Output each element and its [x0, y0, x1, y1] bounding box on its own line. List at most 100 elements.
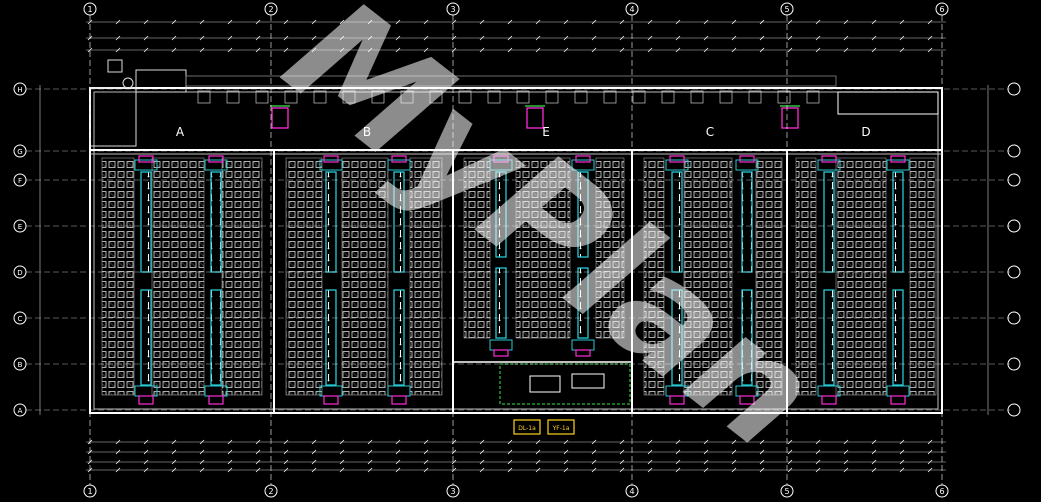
- dimension-tick: [647, 47, 653, 53]
- lighting-bay: [495, 267, 507, 339]
- axis-bubble-row-f: F: [13, 173, 27, 187]
- fixture-marker: [391, 155, 407, 163]
- storage-rack-area: [409, 157, 443, 396]
- axis-bubble-right: [1007, 403, 1021, 417]
- dimension-tick: [899, 47, 905, 53]
- dimension-tick: [507, 35, 513, 41]
- dimension-tick: [199, 467, 205, 473]
- dimension-tick: [255, 439, 261, 445]
- skylight: [284, 90, 298, 104]
- skylight: [545, 90, 559, 104]
- dimension-tick: [647, 35, 653, 41]
- dimension-tick: [619, 439, 625, 445]
- dimension-tick: [171, 449, 177, 455]
- axis-bubble-right: [1007, 144, 1021, 158]
- bay-head-fixture: [886, 159, 910, 171]
- dimension-tick: [115, 35, 121, 41]
- svg-text:C: C: [18, 315, 23, 323]
- bay-head-fixture: [134, 159, 158, 171]
- svg-text:4: 4: [629, 5, 634, 14]
- dimension-tick: [143, 35, 149, 41]
- svg-text:2: 2: [268, 487, 273, 496]
- dimension-tick: [787, 439, 793, 445]
- dimension-tick: [619, 19, 625, 25]
- column-axes-top: 1 2 3 4 5 6: [83, 2, 949, 16]
- dimension-tick: [647, 439, 653, 445]
- dimension-tick: [283, 47, 289, 53]
- axis-bubble-right: [1007, 173, 1021, 187]
- dimension-tick: [87, 449, 93, 455]
- dimension-tick: [423, 459, 429, 465]
- fixture-marker: [890, 395, 906, 405]
- dimension-tick: [199, 35, 205, 41]
- axis-bubble-bottom-1: 1: [83, 484, 97, 498]
- dimension-tick: [283, 439, 289, 445]
- dimension-tick: [367, 467, 373, 473]
- building-shell: [89, 59, 943, 414]
- fixture-marker: [575, 155, 591, 163]
- skylight: [429, 90, 443, 104]
- dimension-tick: [115, 449, 121, 455]
- skylight: [371, 90, 385, 104]
- svg-text:2: 2: [268, 5, 273, 14]
- legend-box-2-label: YF-1a: [552, 425, 570, 432]
- zone-labels: A B E C D: [176, 125, 871, 139]
- lighting-bay: [210, 171, 222, 273]
- dimension-tick: [423, 19, 429, 25]
- zone-label-d: D: [861, 125, 870, 139]
- dimension-tick: [591, 19, 597, 25]
- dimension-tick: [479, 19, 485, 25]
- dimension-tick: [703, 19, 709, 25]
- lighting-bay: [671, 289, 683, 386]
- dimension-tick: [367, 35, 373, 41]
- storage-rack-area: [795, 157, 817, 396]
- dimension-tick: [731, 449, 737, 455]
- dimension-tick: [227, 35, 233, 41]
- dimension-tick: [731, 35, 737, 41]
- dimension-tick: [591, 35, 597, 41]
- lighting-bay: [892, 171, 904, 273]
- dimension-tick: [311, 35, 317, 41]
- dimension-tick: [563, 35, 569, 41]
- dimension-tick: [339, 35, 345, 41]
- dimension-tick: [787, 19, 793, 25]
- dimension-tick: [703, 35, 709, 41]
- dimension-tick: [395, 449, 401, 455]
- dimension-tick: [227, 19, 233, 25]
- dimension-tick: [479, 459, 485, 465]
- dimension-tick: [927, 439, 933, 445]
- axis-bubble-top-6: 6: [935, 2, 949, 16]
- bay-head-fixture: [387, 159, 411, 171]
- storage-rack-area: [221, 157, 263, 396]
- dimension-tick: [143, 19, 149, 25]
- storage-rack-area: [101, 157, 135, 396]
- svg-text:G: G: [17, 148, 22, 156]
- dimension-tick: [591, 459, 597, 465]
- dimension-tick: [703, 449, 709, 455]
- dimension-tick: [787, 459, 793, 465]
- dimension-tick: [479, 449, 485, 455]
- dimension-tick: [311, 47, 317, 53]
- skylight: [574, 90, 588, 104]
- bay-head-fixture: [571, 159, 595, 171]
- dimension-tick: [675, 459, 681, 465]
- dimension-tick: [843, 35, 849, 41]
- dimension-tick: [227, 47, 233, 53]
- svg-text:A: A: [18, 407, 23, 415]
- dimension-tick: [87, 19, 93, 25]
- bay-foot-fixture: [886, 385, 910, 397]
- bay-foot-fixture: [319, 385, 343, 397]
- fixture-marker: [208, 155, 224, 163]
- dimension-tick: [899, 35, 905, 41]
- axis-bubble-bottom-6: 6: [935, 484, 949, 498]
- dimension-tick: [619, 467, 625, 473]
- dimension-tick: [899, 19, 905, 25]
- svg-text:B: B: [18, 361, 23, 369]
- equipment-unit: [271, 107, 289, 129]
- dimension-tick: [367, 459, 373, 465]
- axis-bubble-row-a: A: [13, 403, 27, 417]
- dimension-tick: [423, 449, 429, 455]
- svg-text:6: 6: [939, 5, 944, 14]
- lighting-bay: [140, 171, 152, 273]
